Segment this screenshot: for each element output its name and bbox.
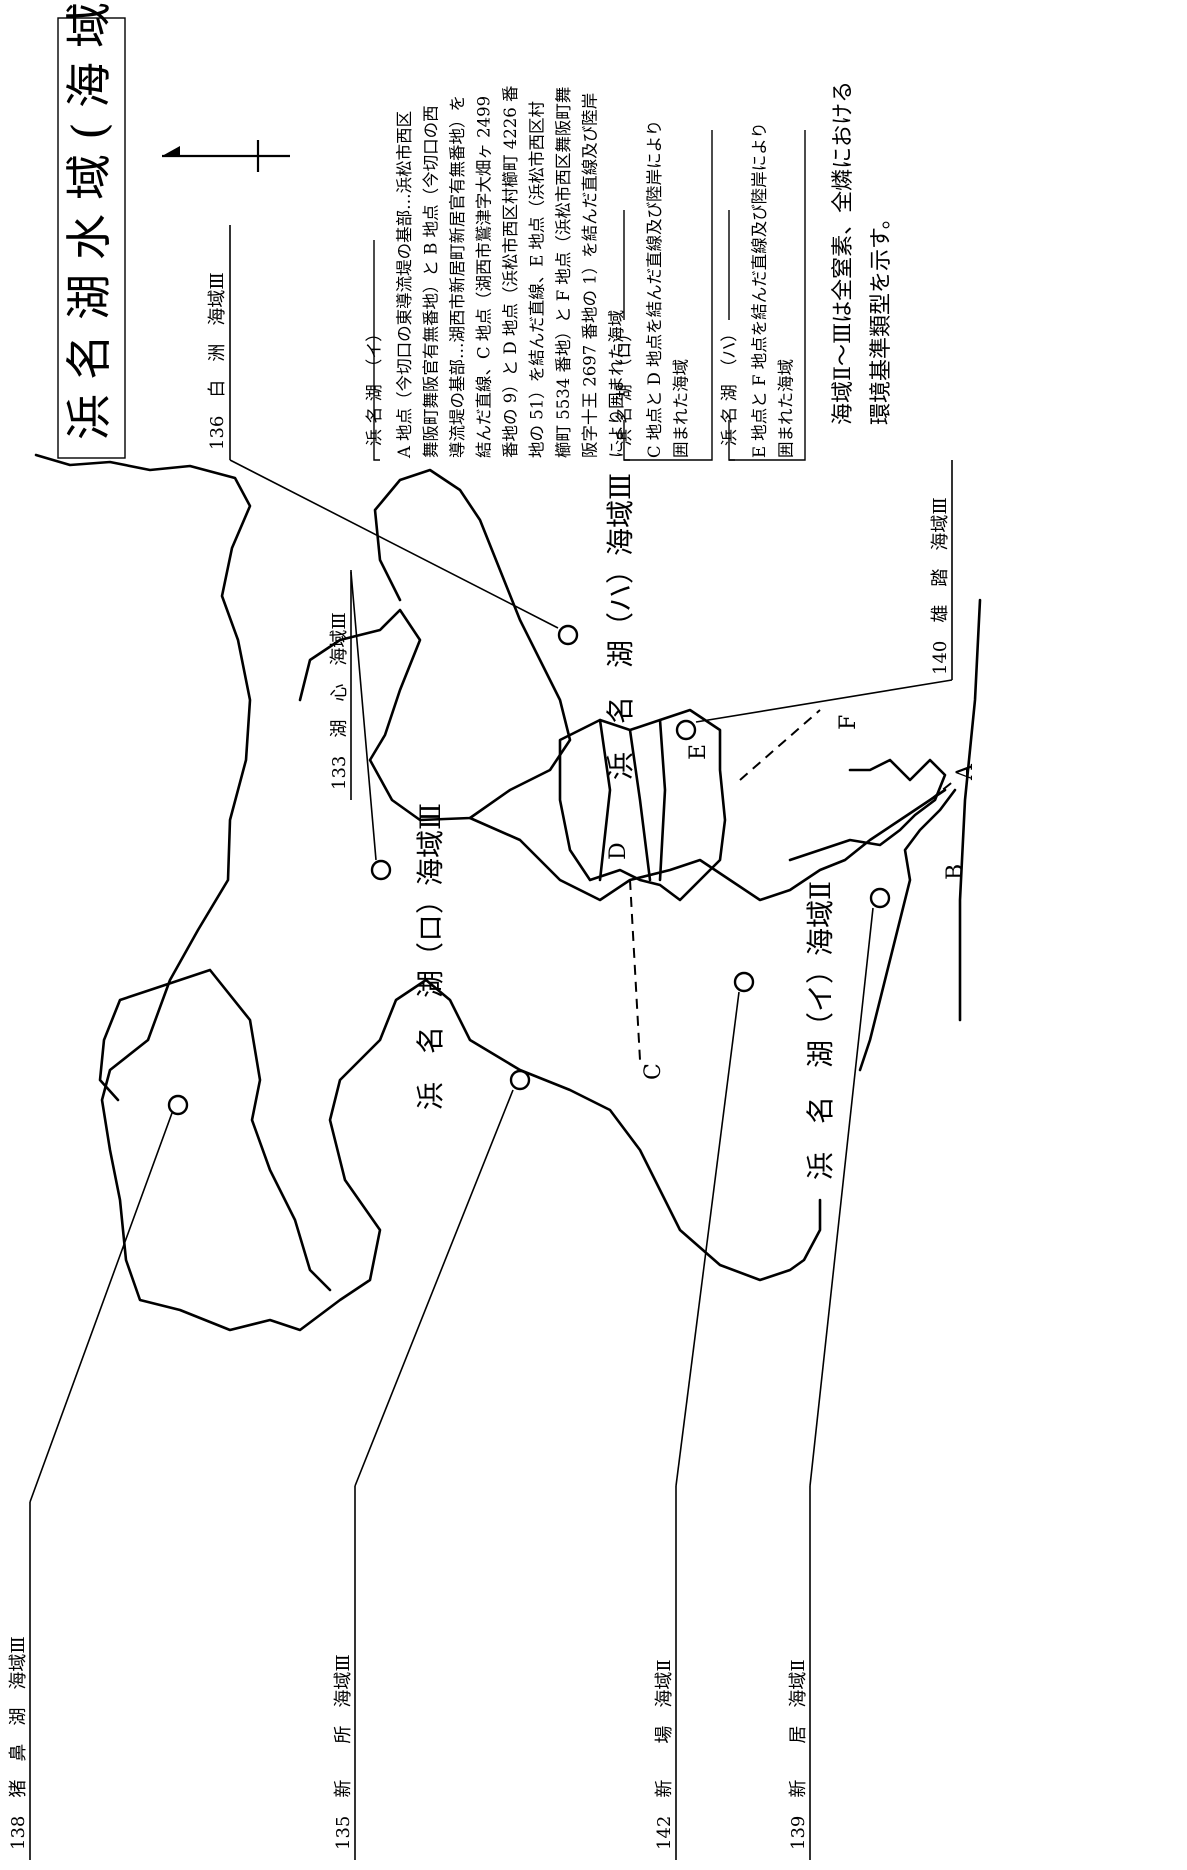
legend-i-line: 櫛町 5534 番地）と F 地点（浜松市西区舞阪町舞 [554, 87, 573, 458]
legend-i-line: 地の 51）を結んだ直線、E 地点（浜松市西区村 [528, 101, 547, 458]
legend-block-ro: 浜 名 湖 （ロ） C 地点と D 地点を結んだ直線及び陸岸により囲まれた海域 [615, 120, 713, 461]
legend-ha-title: 浜 名 湖 （ハ） [720, 325, 740, 446]
note-line-1: 海域Ⅱ～Ⅲは全窒素、全燐における [831, 81, 856, 425]
area-label-ha: 浜 名 湖（ハ）海域Ⅲ [604, 473, 637, 780]
station-140-marker [675, 719, 697, 741]
legend-i-line: A 地点（今切口の東導流堤の基部…浜松市西区 [395, 111, 414, 459]
station-136-label: 136 白 洲 海域Ⅲ [207, 272, 228, 450]
station-140-label: 140 雄 踏 海域Ⅲ [930, 497, 951, 675]
station-139-marker [869, 887, 891, 909]
point-c: C [641, 1063, 666, 1080]
station-135-marker [509, 1069, 531, 1091]
note-block: 海域Ⅱ～Ⅲは全窒素、全燐における 環境基準類型を示す。 [831, 81, 894, 425]
legend-i-line: により囲まれた海域 [607, 310, 626, 458]
legend-ro-line: C 地点と D 地点を結んだ直線及び陸岸により [645, 120, 664, 458]
north-arrow-icon [162, 140, 290, 172]
area-label-i: 浜 名 湖（イ）海域Ⅱ [804, 881, 837, 1180]
boundary-lines [629, 709, 956, 1061]
legend-i-line: 舞阪町舞阪官有無番地）と B 地点（今切口の西 [422, 105, 441, 458]
legend-i-title: 浜 名 湖 （イ） [365, 325, 385, 446]
station-142-label: 142 新 場 海域Ⅱ [654, 1659, 675, 1850]
station-133-label: 133 湖 心 海域Ⅲ [329, 612, 350, 790]
legend-block-ha: 浜 名 湖 （ハ） E 地点と F 地点を結んだ直線及び陸岸により囲まれた海域 [720, 122, 806, 461]
boundary-e-f [739, 709, 821, 781]
legend-i-line: 結んだ直線、C 地点（湖西市鷲津字大畑ヶ 2499 [475, 96, 494, 458]
legend-ro-line: 囲まれた海域 [672, 359, 691, 458]
point-d: D [606, 842, 631, 860]
point-f: F [836, 715, 861, 730]
area-label-ro: 浜 名 湖（ロ）海域Ⅲ [414, 803, 447, 1110]
coastline [34, 453, 982, 1332]
point-b: B [943, 864, 968, 880]
station-138-label: 138 猪 鼻 湖 海域Ⅲ [8, 1636, 29, 1850]
station-142-marker [733, 971, 755, 993]
station-139-label: 139 新 居 海域Ⅱ [788, 1659, 809, 1850]
station-136-marker [557, 624, 579, 646]
title-block: 浜名湖水域(海域) [57, 0, 126, 459]
legend-i-line: 阪字十王 2697 番地の 1）を結んだ直線及び陸岸 [581, 93, 600, 458]
note-line-2: 環境基準類型を示す。 [869, 207, 894, 425]
legend-ha-line: E 地点と F 地点を結んだ直線及び陸岸により [750, 122, 769, 458]
point-a: A [953, 763, 978, 781]
legend-block-i: 浜 名 湖 （イ） A 地点（今切口の東導流堤の基部…浜松市西区舞阪町舞阪官有無… [365, 86, 626, 461]
boundary-a-b [929, 779, 956, 801]
boundary-c-d [629, 879, 641, 1061]
leader-lines [29, 225, 953, 1860]
station-138-marker [167, 1094, 189, 1116]
legend-ha-line: 囲まれた海域 [777, 359, 796, 458]
point-e: E [686, 744, 711, 760]
legend-i-line: 導流堤の基部…湖西市新居町新居官有無番地）を [448, 95, 467, 458]
legend-ro-title: 浜 名 湖 （ロ） [615, 325, 635, 446]
legend-i-line: 番地の 9）と D 地点（浜松市西区村櫛町 4226 番 [501, 86, 520, 458]
station-133-marker [370, 859, 392, 881]
station-135-label: 135 新 所 海域Ⅲ [333, 1654, 354, 1850]
map-title: 浜名湖水域(海域) [62, 0, 116, 440]
